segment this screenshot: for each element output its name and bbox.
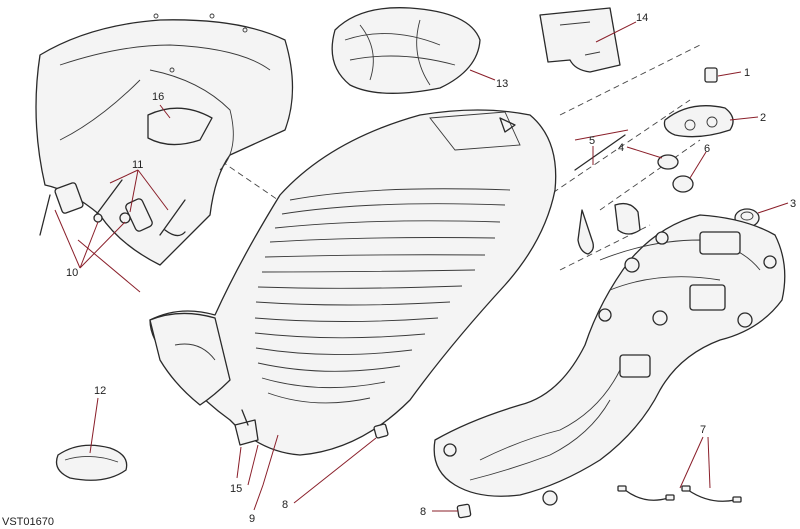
callout-5: 5 — [589, 135, 595, 147]
callout-3: 3 — [790, 198, 796, 210]
cable-parts — [617, 485, 742, 503]
callout-6: 6 — [704, 143, 710, 155]
cover-fastener-hardware — [39, 179, 186, 237]
tag-plate-part — [539, 7, 621, 73]
callout-4: 4 — [618, 142, 624, 154]
seat-latch-parts — [663, 67, 734, 138]
callout-11: 11 — [132, 159, 143, 171]
callout-14: 14 — [636, 12, 648, 24]
lock-assembly-parts — [574, 134, 694, 255]
callout-9: 9 — [249, 513, 255, 525]
callout-1: 1 — [744, 67, 750, 79]
callout-2: 2 — [760, 112, 766, 124]
rear-cover-part — [35, 13, 294, 266]
pad-part — [55, 444, 128, 481]
callout-numbers: 1 2 3 4 5 6 7 8 8 9 10 11 12 13 14 15 16 — [66, 12, 796, 525]
callout-13: 13 — [496, 78, 508, 90]
callout-15: 15 — [230, 483, 242, 495]
callout-leaders — [54, 21, 789, 512]
callout-8-seat: 8 — [282, 499, 288, 511]
callout-12: 12 — [94, 385, 106, 397]
callout-10: 10 — [66, 267, 78, 279]
seat-cover-bag-part — [331, 7, 481, 94]
callout-16: 16 — [152, 91, 164, 103]
rear-subframe-part — [433, 214, 786, 506]
callout-8-frame: 8 — [420, 506, 426, 518]
seat-clip-parts — [234, 409, 472, 519]
callout-7: 7 — [700, 424, 706, 436]
seat-part — [149, 109, 557, 456]
drawing-code: VST01670 — [2, 516, 54, 528]
